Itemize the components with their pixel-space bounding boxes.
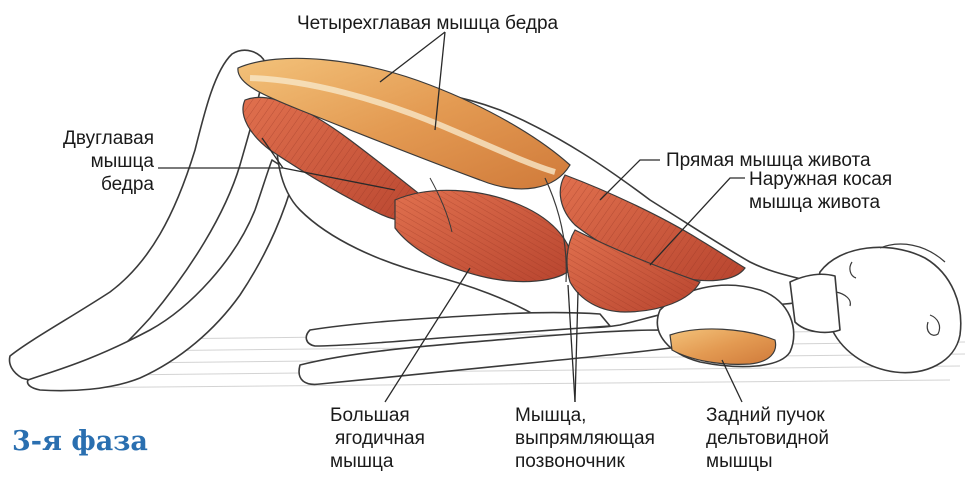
phase-title: 3-я фаза	[12, 426, 148, 457]
label-quadriceps-text: Четырехглавая мышца бедра	[297, 12, 558, 35]
label-external-oblique: Наружная косая мышца живота	[749, 168, 892, 214]
label-biceps-femoris-line1: Двуглавая	[46, 127, 154, 150]
label-quadriceps: Четырехглавая мышца бедра	[297, 12, 558, 35]
label-gluteus-maximus-line3: мышца	[330, 450, 425, 473]
label-erector-spinae-line1: Мышца,	[515, 404, 655, 427]
label-gluteus-maximus: Большая ягодичная мышца	[330, 404, 425, 473]
label-biceps-femoris-line2: мышца	[46, 150, 154, 173]
label-gluteus-maximus-line1: Большая	[330, 404, 425, 427]
label-biceps-femoris-line3: бедра	[46, 173, 154, 196]
label-posterior-deltoid: Задний пучок дельтовидной мышцы	[706, 404, 829, 473]
label-biceps-femoris: Двуглавая мышца бедра	[46, 127, 154, 196]
label-erector-spinae: Мышца, выпрямляющая позвоночник	[515, 404, 655, 473]
label-erector-spinae-line2: выпрямляющая	[515, 427, 655, 450]
label-erector-spinae-line3: позвоночник	[515, 450, 655, 473]
label-gluteus-maximus-line2: ягодичная	[330, 427, 425, 450]
label-posterior-deltoid-line2: дельтовидной	[706, 427, 829, 450]
label-posterior-deltoid-line3: мышцы	[706, 450, 829, 473]
label-external-oblique-line1: Наружная косая	[749, 168, 892, 191]
label-external-oblique-line2: мышца живота	[749, 191, 892, 214]
label-posterior-deltoid-line1: Задний пучок	[706, 404, 829, 427]
